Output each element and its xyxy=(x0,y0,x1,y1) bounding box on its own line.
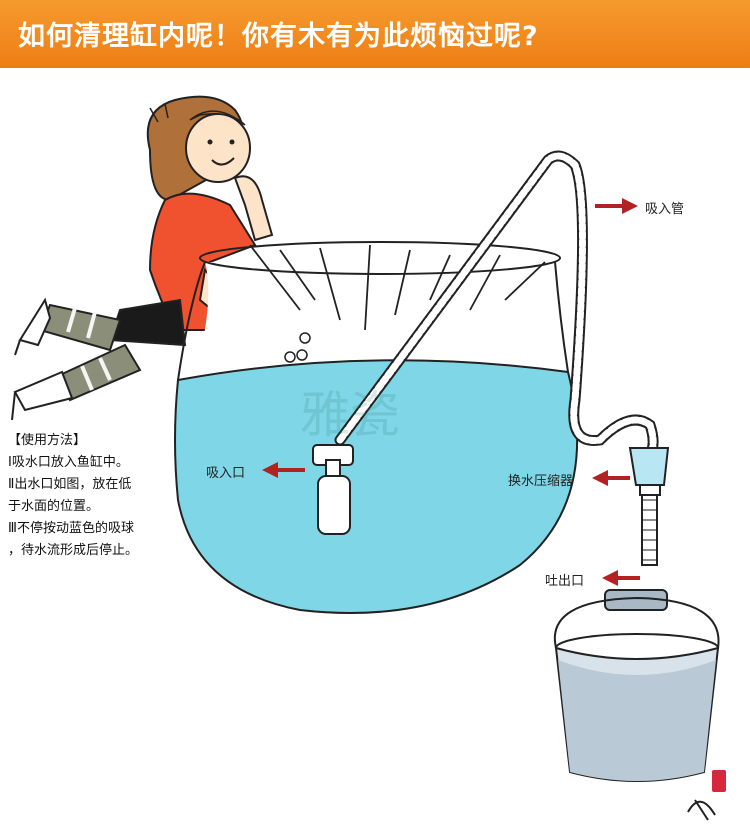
intake-tube-arrow xyxy=(595,198,638,214)
instruction-step: 于水面的位置。 xyxy=(8,499,100,514)
intake-port-arrow xyxy=(262,462,305,478)
usage-instructions: 【使用方法】 Ⅰ吸水口放入鱼缸中。 Ⅱ出水口如图，放在低 于水面的位置。 Ⅲ不停… xyxy=(8,430,166,562)
aquarium-illustration xyxy=(11,95,726,821)
instruction-step: Ⅲ不停按动蓝色的吸球 xyxy=(8,521,134,536)
watermark-logo-icon: 雅瓷 xyxy=(300,386,400,444)
outlet-arrow xyxy=(602,570,640,586)
outlet-port-label: 吐出口 xyxy=(545,574,585,589)
arrows xyxy=(262,198,640,586)
page-title: 如何清理缸内呢！你有木有为此烦恼过呢? xyxy=(18,21,539,52)
fish-bowl xyxy=(174,241,579,614)
instruction-step: ，待水流形成后停止。 xyxy=(8,543,139,558)
instructions-heading: 【使用方法】 xyxy=(8,433,87,448)
instruction-step: Ⅱ出水口如图，放在低 xyxy=(8,477,132,492)
instruction-step: Ⅰ吸水口放入鱼缸中。 xyxy=(8,455,129,470)
intake-tube-label: 吸入管 xyxy=(645,202,685,217)
title-banner: 如何清理缸内呢！你有木有为此烦恼过呢? xyxy=(0,0,750,68)
intake-port-label: 吸入口 xyxy=(206,466,246,481)
girl-illustration xyxy=(11,95,274,421)
compressor-arrow xyxy=(592,470,630,486)
pressure-compressor-label: 换水压缩器 xyxy=(508,474,574,489)
bucket xyxy=(553,589,720,782)
siphon-tube xyxy=(312,150,670,566)
stamp-seal-icon xyxy=(687,770,726,821)
